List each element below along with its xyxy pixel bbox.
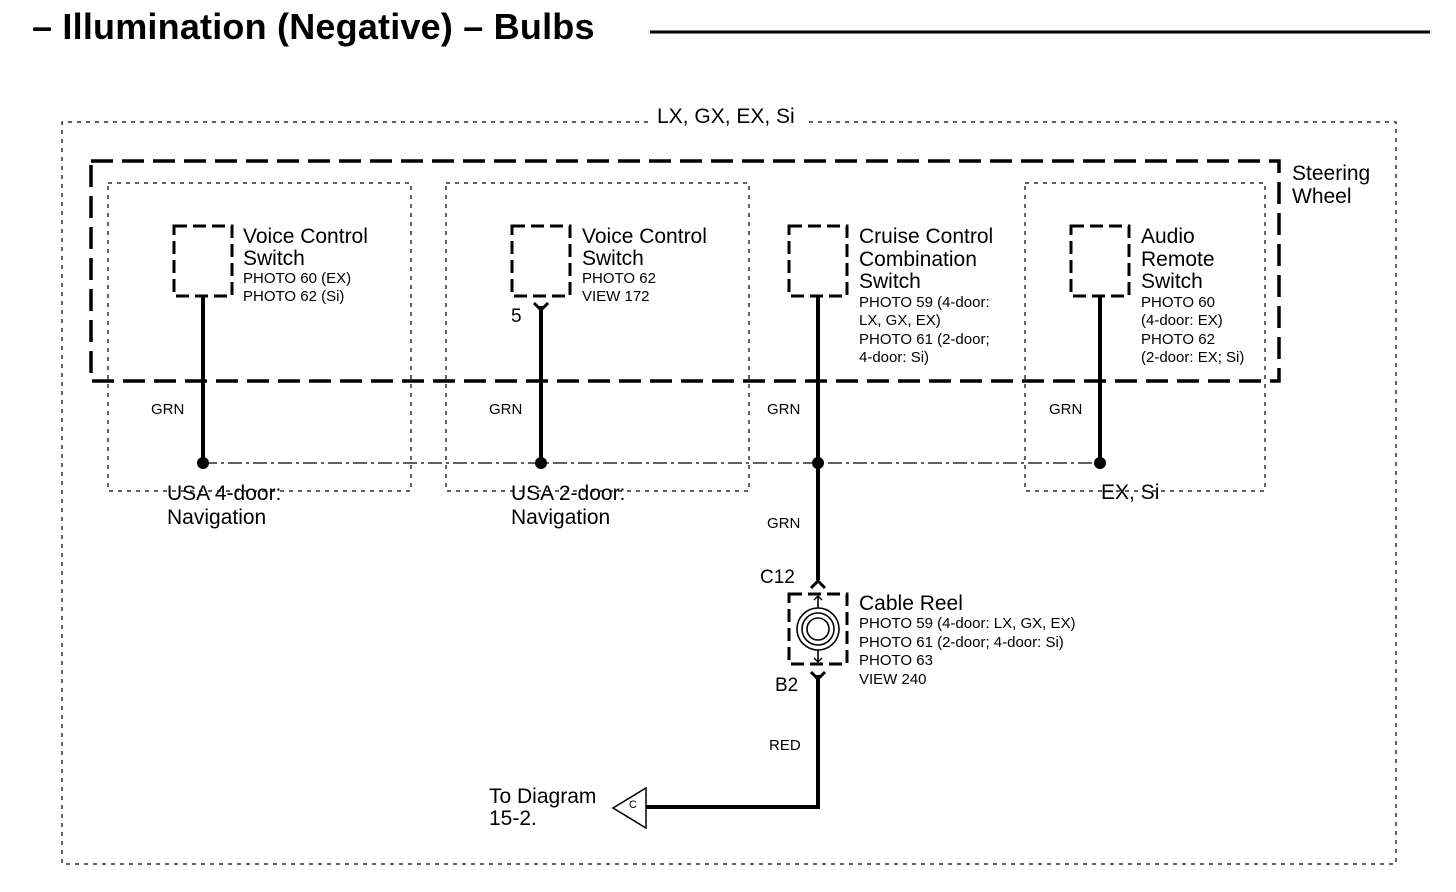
cruise-switch-label: Cruise Control Combination Switch PHOTO … [859, 225, 994, 368]
wire-label-voice2: GRN [489, 401, 523, 418]
audio-switch-box [1069, 224, 1131, 298]
steering-label-line1: Steering [1292, 162, 1371, 185]
zone-nav2-label: USA 2-door: Navigation [511, 482, 625, 530]
voice2-name-line1: Voice Control [582, 225, 707, 248]
nav2-label-line1: USA 2-door: [511, 482, 626, 505]
to-diagram-line1: To Diagram [489, 785, 597, 808]
to-diagram-line2: 15-2. [489, 807, 537, 830]
zone-outer-label: LX, GX, EX, Si [657, 105, 795, 128]
voice4-name-line2: Switch [243, 247, 305, 270]
cruise-ref-4: 4-door: Si) [859, 349, 930, 366]
cruise-name-line1: Cruise Control [859, 225, 994, 248]
zone-outer-border [61, 121, 1397, 865]
cable-reel-name: Cable Reel [859, 592, 963, 615]
voice2-switch-box [510, 224, 572, 298]
wire-label-voice4: GRN [151, 401, 185, 418]
voice4-switch-label: Voice Control Switch PHOTO 60 (EX) PHOTO… [243, 226, 368, 306]
c12-connector-icon [809, 578, 827, 590]
wire-label-audio: GRN [1049, 401, 1083, 418]
voice4-ref-2: PHOTO 62 (Si) [243, 288, 345, 305]
audio-name-line2: Remote [1141, 247, 1215, 271]
voice2-ref-2: VIEW 172 [582, 288, 650, 305]
voice4-ref-1: PHOTO 60 (EX) [243, 270, 352, 287]
zone-steering-wheel-label: Steering Wheel [1292, 162, 1370, 208]
nav4-label-line2: Navigation [167, 506, 267, 529]
cruise-ref-1: PHOTO 59 (4-door: [859, 293, 990, 311]
cruise-ref-2: LX, GX, EX) [859, 312, 941, 329]
audio-ref-2: (4-door: EX) [1141, 312, 1223, 329]
voice2-pin-label: 5 [511, 306, 522, 327]
zone-nav4-label: USA 4-door: Navigation [167, 482, 281, 530]
voice2-name-line2: Switch [582, 247, 644, 270]
cruise-switch-box [787, 224, 849, 298]
voice4-switch-box [172, 224, 234, 298]
cable-reel-coil-icon [796, 595, 840, 663]
steering-label-line2: Wheel [1292, 185, 1352, 208]
cruise-ref-3: PHOTO 61 (2-door; [859, 330, 990, 348]
nav4-label-line1: USA 4-door: [167, 482, 282, 505]
audio-ref-1: PHOTO 60 [1141, 293, 1215, 311]
zone-steering-wheel-border [89, 159, 1281, 383]
cable-reel-ref-1: PHOTO 59 (4-door: LX, GX, EX) [859, 615, 1076, 632]
splice-dot-2 [535, 457, 547, 469]
cruise-name-line2: Combination [859, 247, 977, 271]
page-title: – Illumination (Negative) – Bulbs [32, 6, 595, 47]
pin5-connector-icon [532, 301, 550, 313]
audio-ref-3: PHOTO 62 [1141, 330, 1215, 348]
zone-exsi-border [1024, 182, 1266, 492]
offpage-connector-label[interactable]: To Diagram 15-2. [489, 786, 596, 830]
voice4-name-line1: Voice Control [243, 225, 368, 248]
splice-dot-4 [1094, 457, 1106, 469]
nav2-label-line2: Navigation [511, 506, 611, 529]
audio-name-line3: Switch [1141, 270, 1203, 293]
cable-reel-pin-bottom: B2 [775, 675, 799, 696]
splice-dot-1 [197, 457, 209, 469]
audio-name-line1: Audio [1141, 225, 1195, 248]
cable-reel-ref-2: PHOTO 61 (2-door; 4-door: Si) [859, 633, 1064, 651]
cable-reel-ref-4: VIEW 240 [859, 670, 927, 688]
voice2-ref-1: PHOTO 62 [582, 270, 656, 287]
voice2-switch-label: Voice Control Switch PHOTO 62 VIEW 172 [582, 226, 707, 306]
wire-label-to-reel: GRN [767, 515, 801, 532]
offpage-connector-icon [611, 786, 647, 830]
cable-reel-ref-3: PHOTO 63 [859, 652, 933, 669]
audio-switch-label: Audio Remote Switch PHOTO 60 (4-door: EX… [1141, 225, 1245, 368]
wire-label-red: RED [769, 737, 801, 754]
audio-ref-4: (2-door: EX; Si) [1141, 349, 1245, 366]
cable-reel-label: Cable Reel PHOTO 59 (4-door: LX, GX, EX)… [859, 593, 1075, 689]
wire-label-cruise: GRN [767, 401, 801, 418]
wire-red [646, 675, 820, 809]
cruise-name-line3: Switch [859, 270, 921, 293]
cable-reel-pin-top: C12 [760, 567, 795, 588]
offpage-connector-letter: C [629, 799, 637, 811]
zone-exsi-label: EX, Si [1101, 481, 1160, 504]
